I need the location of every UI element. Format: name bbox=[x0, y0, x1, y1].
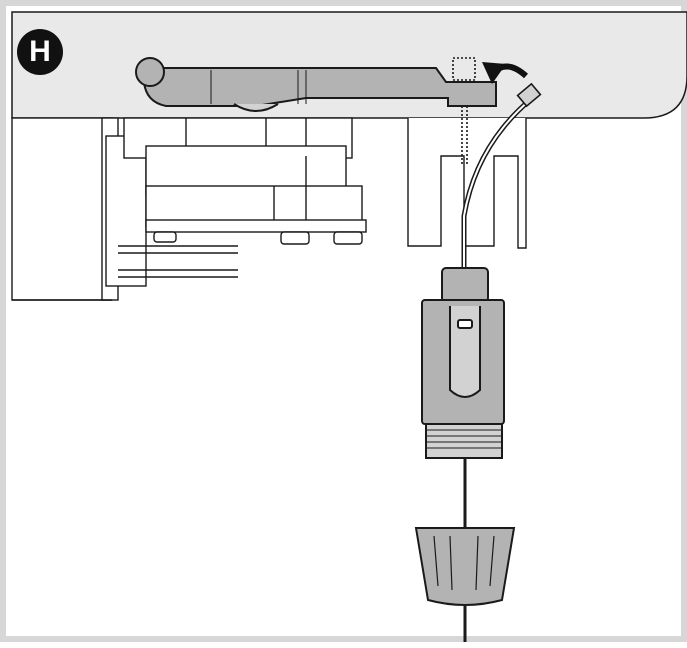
guide-marker bbox=[452, 57, 476, 166]
lever-clip-icon bbox=[135, 57, 497, 112]
curved-arrow-icon bbox=[482, 62, 529, 84]
top-panel bbox=[11, 11, 687, 119]
threaded-plug-icon bbox=[421, 267, 505, 459]
cable-icon bbox=[461, 98, 532, 642]
device-mechanism bbox=[11, 117, 367, 301]
instruction-illustration bbox=[11, 11, 687, 642]
support-bracket bbox=[407, 118, 527, 249]
cap-nut-icon bbox=[414, 527, 516, 606]
step-badge: H bbox=[17, 29, 63, 75]
cable-connector-icon bbox=[516, 82, 542, 108]
